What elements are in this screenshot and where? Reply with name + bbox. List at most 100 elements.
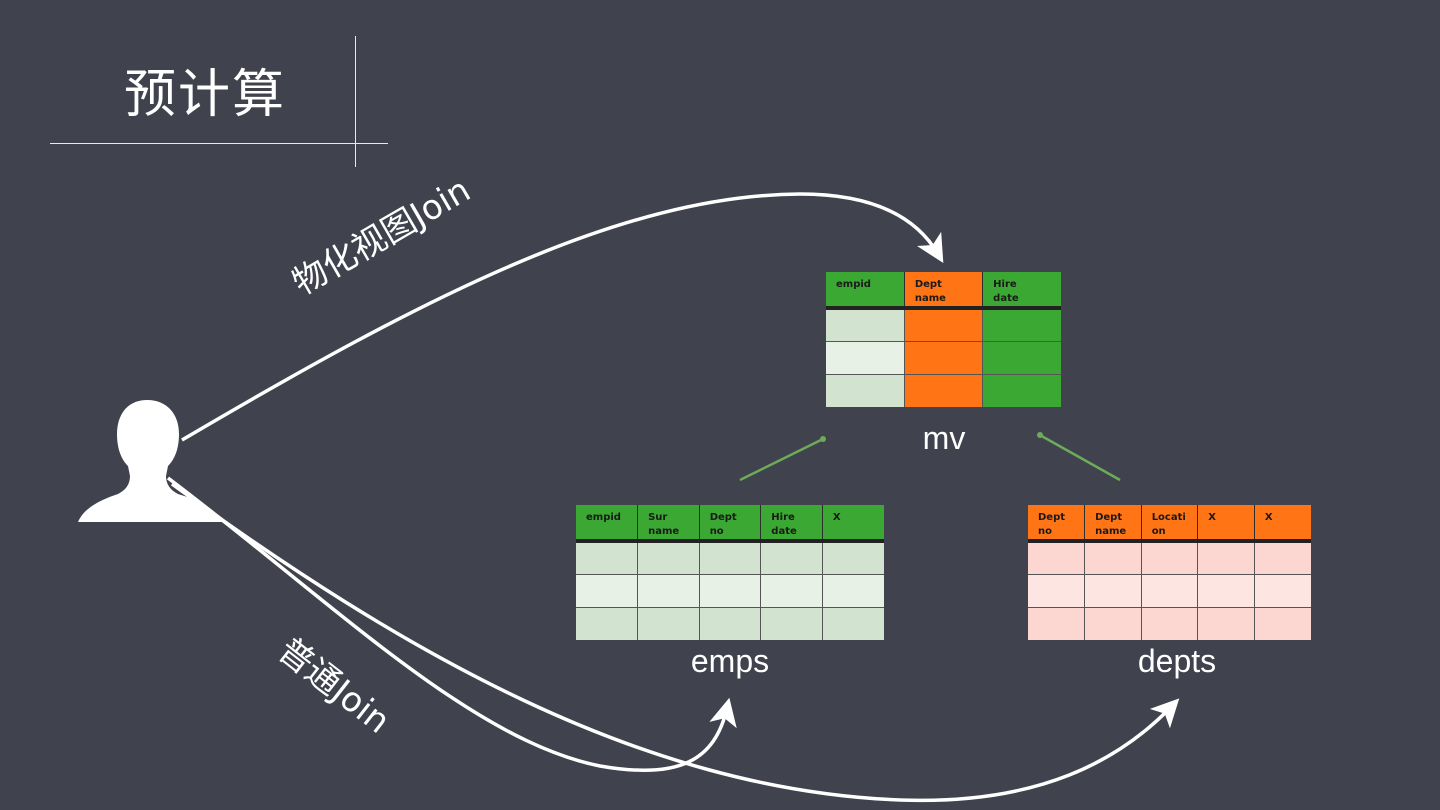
depts-table-cell — [1197, 606, 1255, 640]
depts-header-text: on — [1151, 526, 1166, 537]
mv-header-row: empid Dept name Hire date — [826, 272, 1061, 310]
mv-header-text: empid — [836, 279, 871, 290]
emps-header-text: name — [648, 526, 680, 537]
depts-header-text: no — [1038, 526, 1052, 537]
depts-table-row — [1028, 606, 1311, 640]
depts-column-header: Dept no — [1028, 505, 1086, 543]
depts-header-text: X — [1264, 512, 1273, 523]
depts-column-header: Locati on — [1141, 505, 1199, 543]
emps-table-row — [576, 606, 884, 640]
emps-table-cell — [822, 606, 884, 640]
mv-table-cell — [904, 340, 984, 374]
emps-header-row: empid Sur name Dept no Hire date X — [576, 505, 884, 543]
connector-emps-mv — [739, 436, 826, 482]
mv-caption: mv — [922, 420, 966, 456]
emps-header-text: X — [832, 512, 841, 523]
emps-table: empid Sur name Dept no Hire date X — [576, 505, 884, 640]
emps-table-cell — [699, 540, 762, 574]
mv-header-text: Hire — [993, 279, 1017, 290]
depts-table-cell — [1197, 573, 1255, 607]
depts-table-cell — [1141, 573, 1199, 607]
title-divider-vertical — [355, 36, 356, 167]
arrow-to-emps — [166, 476, 737, 773]
mv-header-text: name — [914, 293, 946, 304]
mv-column-header: Hire date — [982, 272, 1061, 310]
mv-column-header: Dept name — [904, 272, 984, 310]
arrow-to-depts — [170, 482, 1180, 803]
depts-table-cell — [1254, 606, 1311, 640]
emps-header-text: Sur — [648, 512, 668, 523]
emps-table-cell — [822, 540, 884, 574]
connector-depts-mv — [1037, 432, 1121, 482]
mv-table-cell — [826, 307, 905, 341]
emps-table-cell — [699, 606, 762, 640]
user-silhouette-icon — [78, 400, 222, 522]
mv-column-header: empid — [826, 272, 905, 310]
emps-column-header: Dept no — [699, 505, 762, 543]
mv-table: empid Dept name Hire date — [826, 272, 1061, 407]
emps-table-row — [576, 573, 884, 607]
emps-column-header: X — [822, 505, 884, 543]
emps-table-cell — [637, 540, 700, 574]
emps-column-header: empid — [576, 505, 639, 543]
emps-table-row — [576, 540, 884, 574]
page-title: 预计算 — [124, 65, 287, 125]
mv-table-row — [826, 307, 1061, 341]
depts-table-cell — [1084, 573, 1142, 607]
emps-table-cell — [576, 540, 639, 574]
emps-header-text: Hire — [771, 512, 795, 523]
depts-column-header: X — [1254, 505, 1311, 543]
emps-table-cell — [760, 573, 823, 607]
emps-header-text: date — [771, 526, 797, 537]
emps-header-text: Dept — [709, 512, 737, 523]
emps-table-cell — [760, 606, 823, 640]
depts-table-row — [1028, 540, 1311, 574]
emps-caption: emps — [690, 643, 770, 679]
mv-table-cell — [904, 373, 984, 407]
depts-caption: depts — [1137, 643, 1217, 679]
emps-column-header: Sur name — [637, 505, 700, 543]
mv-table-row — [826, 340, 1061, 374]
depts-header-text: X — [1208, 512, 1216, 523]
depts-table-cell — [1197, 540, 1255, 574]
emps-table-cell — [576, 606, 639, 640]
depts-header-text: Dept — [1038, 512, 1066, 523]
emps-header-text: empid — [586, 512, 621, 523]
mv-table-cell — [826, 373, 905, 407]
emps-table-cell — [637, 606, 700, 640]
mv-table-cell — [826, 340, 905, 374]
depts-column-header: X — [1197, 505, 1255, 543]
emps-table-cell — [760, 540, 823, 574]
emps-table-cell — [576, 573, 639, 607]
arrow-to-mv — [181, 192, 944, 442]
depts-table-cell — [1084, 540, 1142, 574]
depts-table-cell — [1028, 540, 1086, 574]
mv-header-text: date — [993, 293, 1019, 304]
emps-column-header: Hire date — [760, 505, 823, 543]
depts-table-cell — [1028, 573, 1086, 607]
depts-table-row — [1028, 573, 1311, 607]
depts-header-text: name — [1095, 526, 1127, 537]
emps-table-cell — [699, 573, 762, 607]
depts-table-cell — [1254, 573, 1311, 607]
depts-table-cell — [1141, 540, 1199, 574]
mv-table-cell — [904, 307, 984, 341]
depts-table-cell — [1254, 540, 1311, 574]
emps-header-text: no — [709, 526, 724, 537]
title-divider-horizontal — [50, 143, 388, 144]
depts-table-cell — [1028, 606, 1086, 640]
mv-header-text: Dept — [914, 279, 942, 290]
depts-table-cell — [1141, 606, 1199, 640]
depts-header-text: Locati — [1151, 512, 1186, 523]
emps-table-cell — [822, 573, 884, 607]
mv-table-row — [826, 373, 1061, 407]
emps-table-cell — [637, 573, 700, 607]
mv-table-cell — [982, 307, 1061, 341]
mv-table-cell — [982, 373, 1061, 407]
depts-table-cell — [1084, 606, 1142, 640]
